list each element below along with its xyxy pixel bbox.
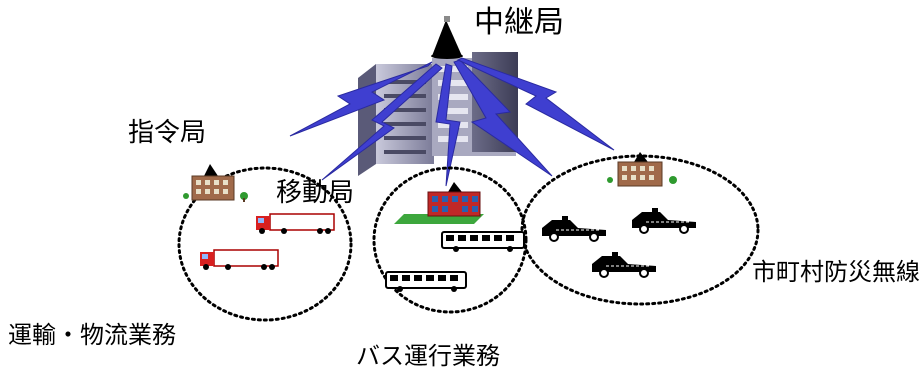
radio-link-taxi [453,59,553,177]
bus-icon [441,231,525,252]
transport-logistics-label: 運輸・物流業務 [8,321,176,349]
bus-area-circle [372,166,528,314]
truck-icon [256,213,335,234]
command-station-label: 指令局 [128,118,207,148]
radio-link-mobile [321,63,443,181]
bus-icon [385,271,467,292]
municipal-office-building [607,152,677,187]
command-station-building [183,164,248,202]
radio-link-bus [435,63,461,187]
relay-antenna-icon [431,16,463,59]
taxi-icon [632,208,696,234]
truck-icon [200,249,279,270]
bus-operation-label: バス運行業務 [356,342,500,370]
taxi-icon [592,252,656,278]
municipal-disaster-radio-label: 市町村防災無線 [752,258,920,286]
taxi-icon [542,216,606,242]
radio-links [289,57,615,187]
transport-area-circle [177,166,353,322]
diagram-canvas [177,16,760,322]
mobile-station-label: 移動局 [276,178,355,208]
radio-link-municipal [456,57,615,151]
relay-station-label: 中継局 [474,5,564,40]
radio-network-diagram: 中継局 指令局 移動局 運輸・物流業務 バス運行業務 市町村防災無線 [8,5,920,369]
bus-depot-building [394,182,484,224]
radio-link-command [289,61,433,137]
